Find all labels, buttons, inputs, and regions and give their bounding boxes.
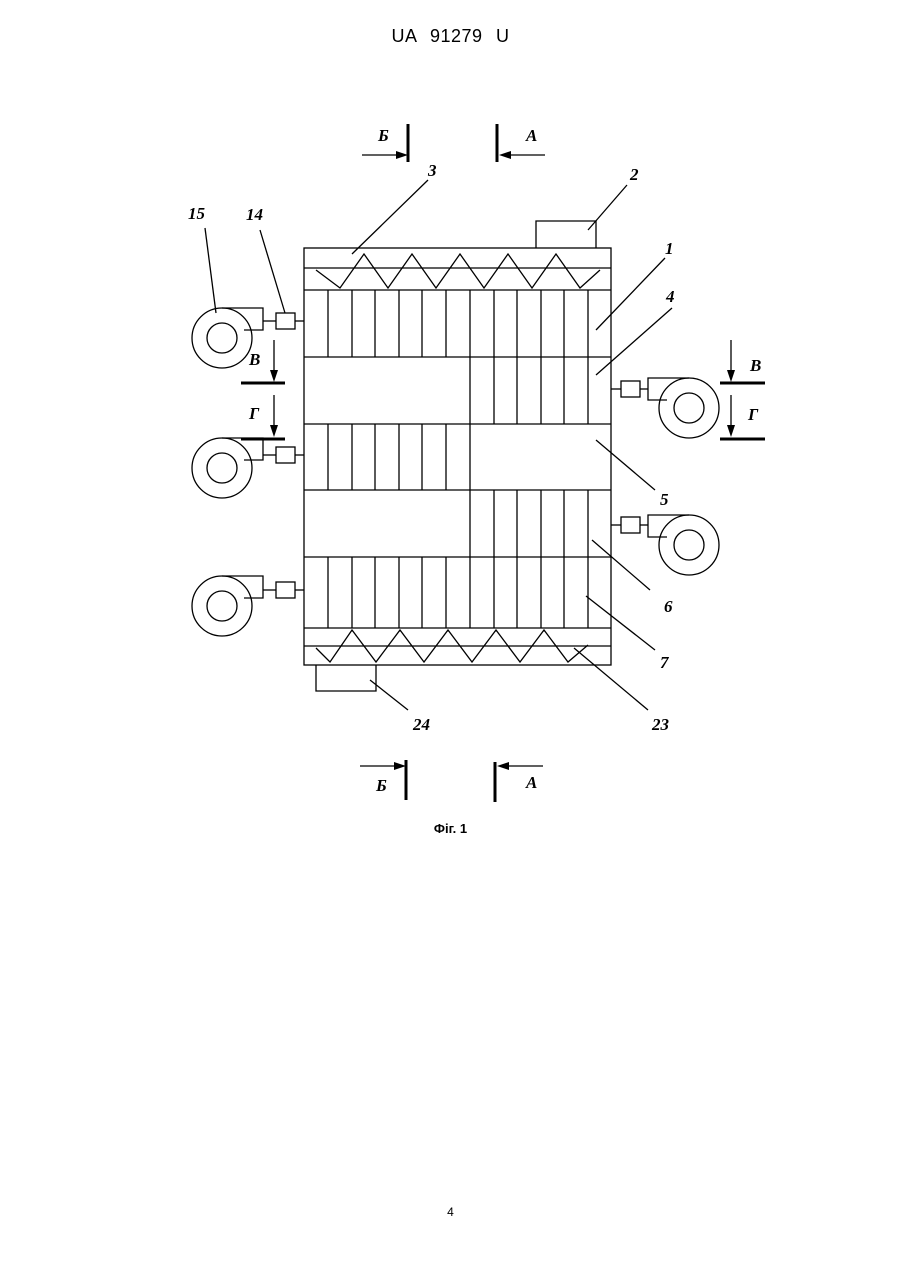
page-number: 4 xyxy=(0,1205,901,1219)
left-valve-upper xyxy=(276,313,295,329)
housing-body xyxy=(304,248,611,665)
left-fan-upper xyxy=(192,308,304,368)
left-fan-lower xyxy=(192,576,304,636)
callout-14: 14 xyxy=(246,205,263,224)
left-fan-middle xyxy=(192,438,304,498)
top-heater-zigzag xyxy=(316,254,600,288)
right-valve-upper xyxy=(621,381,640,397)
callout-6: 6 xyxy=(664,597,673,616)
section-mark-g-right: Г xyxy=(747,405,759,424)
section-mark-a-top: А xyxy=(525,126,537,145)
figure-caption: Фіг. 1 xyxy=(0,821,901,836)
outlet-nozzle xyxy=(536,221,596,248)
inlet-nozzle xyxy=(316,665,376,691)
callout-1: 1 xyxy=(665,239,674,258)
callout-7: 7 xyxy=(660,653,670,672)
callout-15: 15 xyxy=(188,204,206,223)
right-fan-lower xyxy=(611,515,719,575)
callout-2: 2 xyxy=(629,165,639,184)
callout-23: 23 xyxy=(651,715,670,734)
callout-3: 3 xyxy=(427,161,437,180)
left-valve-middle xyxy=(276,447,295,463)
callout-4: 4 xyxy=(665,287,675,306)
tray-plates xyxy=(328,290,588,628)
right-valve-lower xyxy=(621,517,640,533)
callout-24: 24 xyxy=(412,715,430,734)
section-mark-v-left: В xyxy=(248,350,260,369)
left-valve-lower xyxy=(276,582,295,598)
section-mark-a-bottom: А xyxy=(525,773,537,792)
section-mark-b-top: Б xyxy=(377,126,389,145)
section-mark-g-left: Г xyxy=(248,404,260,423)
callout-5: 5 xyxy=(660,490,669,509)
section-mark-b-bottom: Б xyxy=(375,776,387,795)
right-fan-upper xyxy=(611,378,719,438)
section-mark-v-right: В xyxy=(749,356,761,375)
